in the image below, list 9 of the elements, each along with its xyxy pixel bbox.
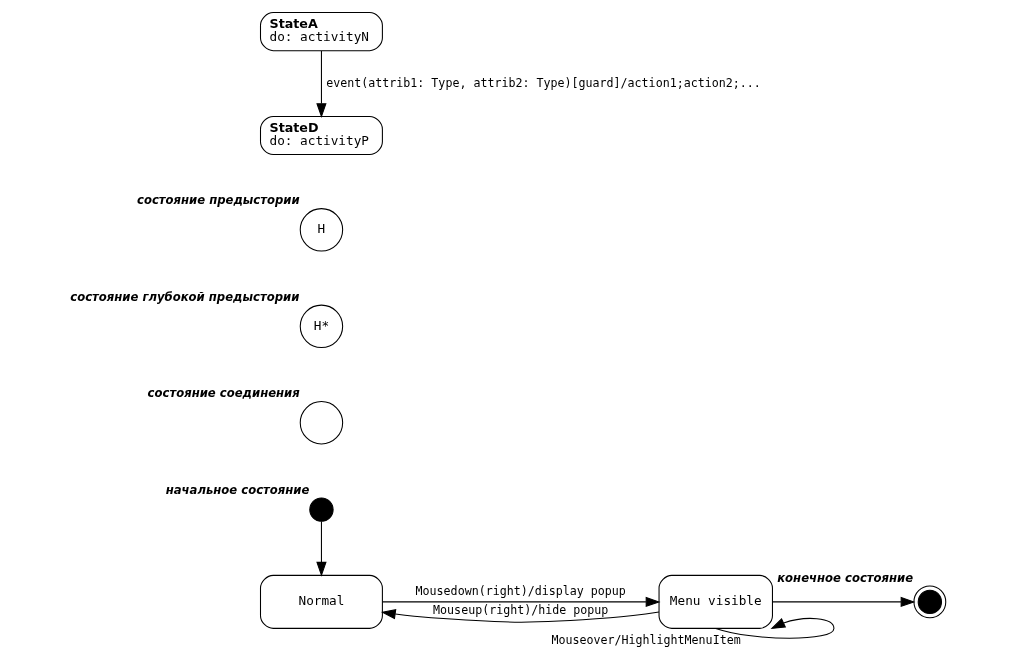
node-label: начальное состояние [165,482,310,497]
node-label: состояние глубокой предыстории [70,289,300,304]
edge-label: Mouseover/HighlightMenuItem [551,633,741,648]
node-label: состояние предыстории [137,193,300,208]
edge-label: Mouseup(right)/hide popup [433,603,609,618]
edge-label: event(attrib1: Type, attrib2: Type)[guard]/action1;action2;... [326,75,761,90]
node-label: конечное состояние [777,570,914,585]
node-label: состояние соединения [147,386,300,401]
edge-label: Mousedown(right)/display popup [415,584,626,599]
